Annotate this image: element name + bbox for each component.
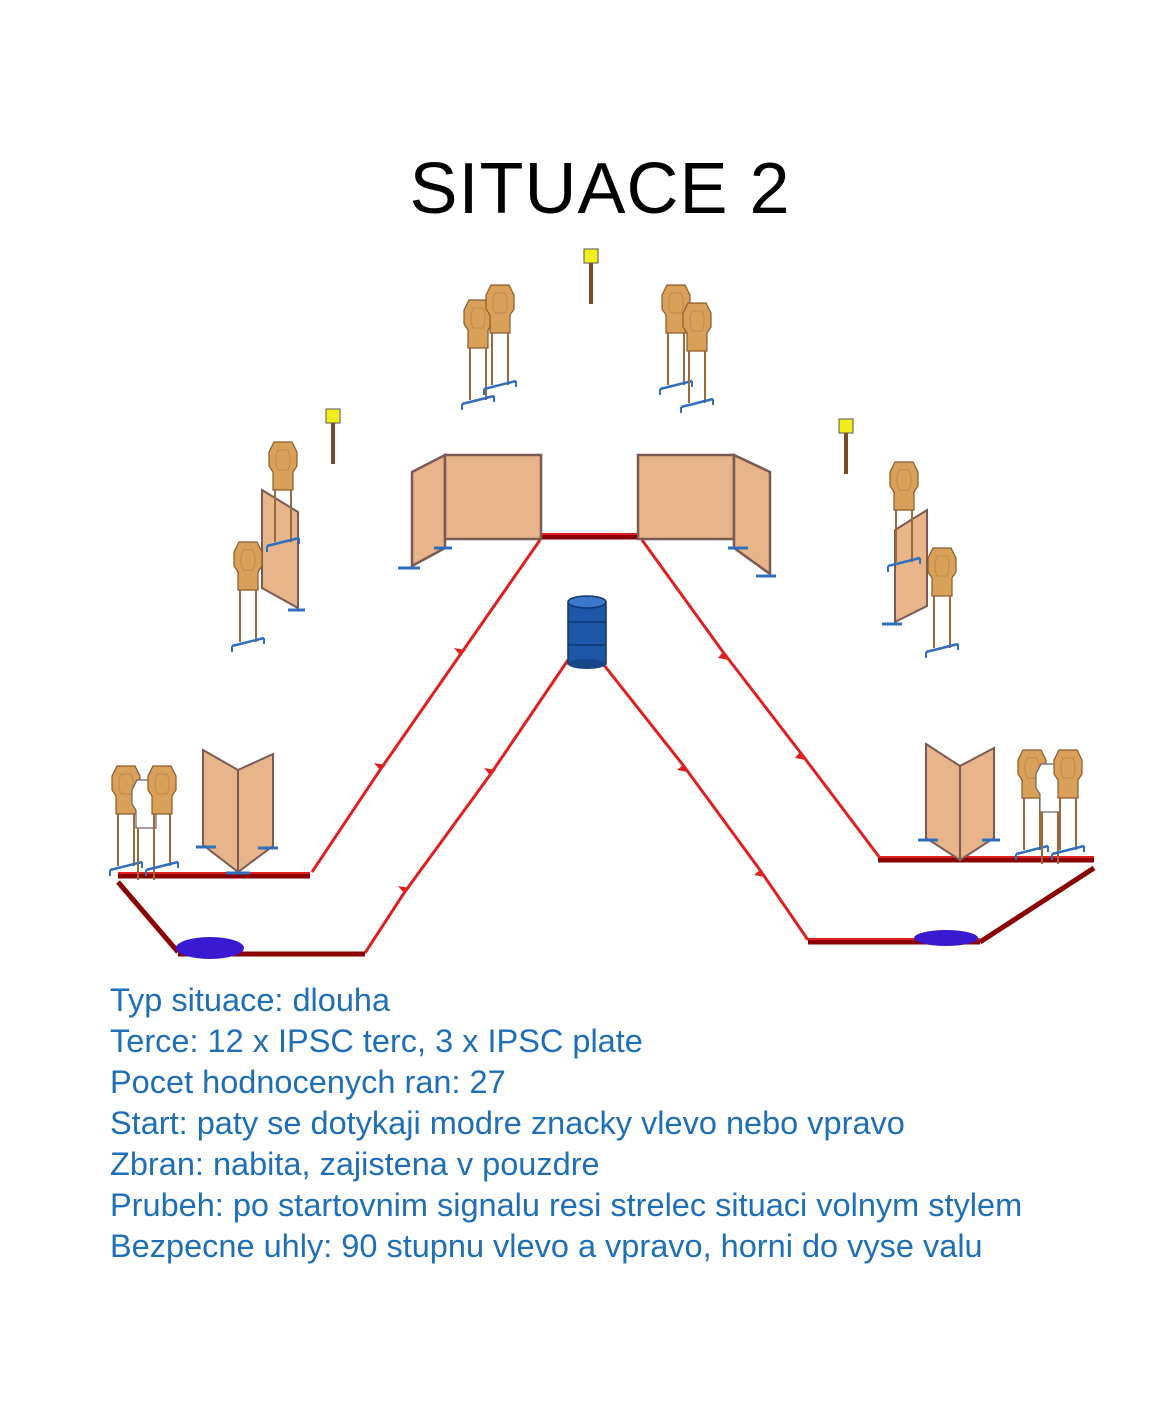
ipsc-plate-icon	[837, 417, 855, 476]
stage-description: Typ situace: dlouha Terce: 12 x IPSC ter…	[110, 980, 1150, 1267]
info-line-procedure: Prubeh: po startovnim signalu resi strel…	[110, 1187, 1023, 1223]
ipsc-plate-icon	[582, 247, 600, 306]
barricade-wall-icon	[261, 488, 305, 612]
barricade-wall-icon	[918, 742, 1000, 862]
ipsc-target-icon	[679, 301, 715, 415]
page-title: SITUACE 2	[409, 149, 791, 229]
ipsc-target-icon	[230, 540, 266, 654]
barricade-wall-icon	[196, 748, 278, 875]
barricade-wall-icon	[882, 508, 928, 626]
fault-lines	[116, 534, 1096, 957]
path-arrows	[374, 648, 806, 893]
info-line-safety-angles: Bezpecne uhly: 90 stupnu vlevo a vpravo,…	[110, 1228, 983, 1264]
start-mark-left	[176, 937, 244, 959]
barricade-wall-icon	[398, 452, 543, 570]
start-mark-right	[914, 930, 978, 946]
info-line-start: Start: paty se dotykaji modre znacky vle…	[110, 1105, 905, 1141]
info-line-type: Typ situace: dlouha	[110, 982, 391, 1018]
ipsc-plate-icon	[324, 407, 342, 466]
info-line-shots: Pocet hodnocenych ran: 27	[110, 1064, 506, 1100]
movement-path	[310, 539, 882, 954]
ipsc-target-icon	[460, 298, 496, 412]
stage-diagram	[108, 247, 1096, 959]
barricade-wall-icon	[636, 453, 776, 578]
barrel-icon	[567, 595, 607, 669]
ipsc-target-icon	[924, 546, 960, 660]
ipsc-target-icon	[482, 283, 518, 397]
info-line-targets: Terce: 12 x IPSC terc, 3 x IPSC plate	[110, 1023, 643, 1059]
info-line-weapon: Zbran: nabita, zajistena v pouzdre	[110, 1146, 600, 1182]
